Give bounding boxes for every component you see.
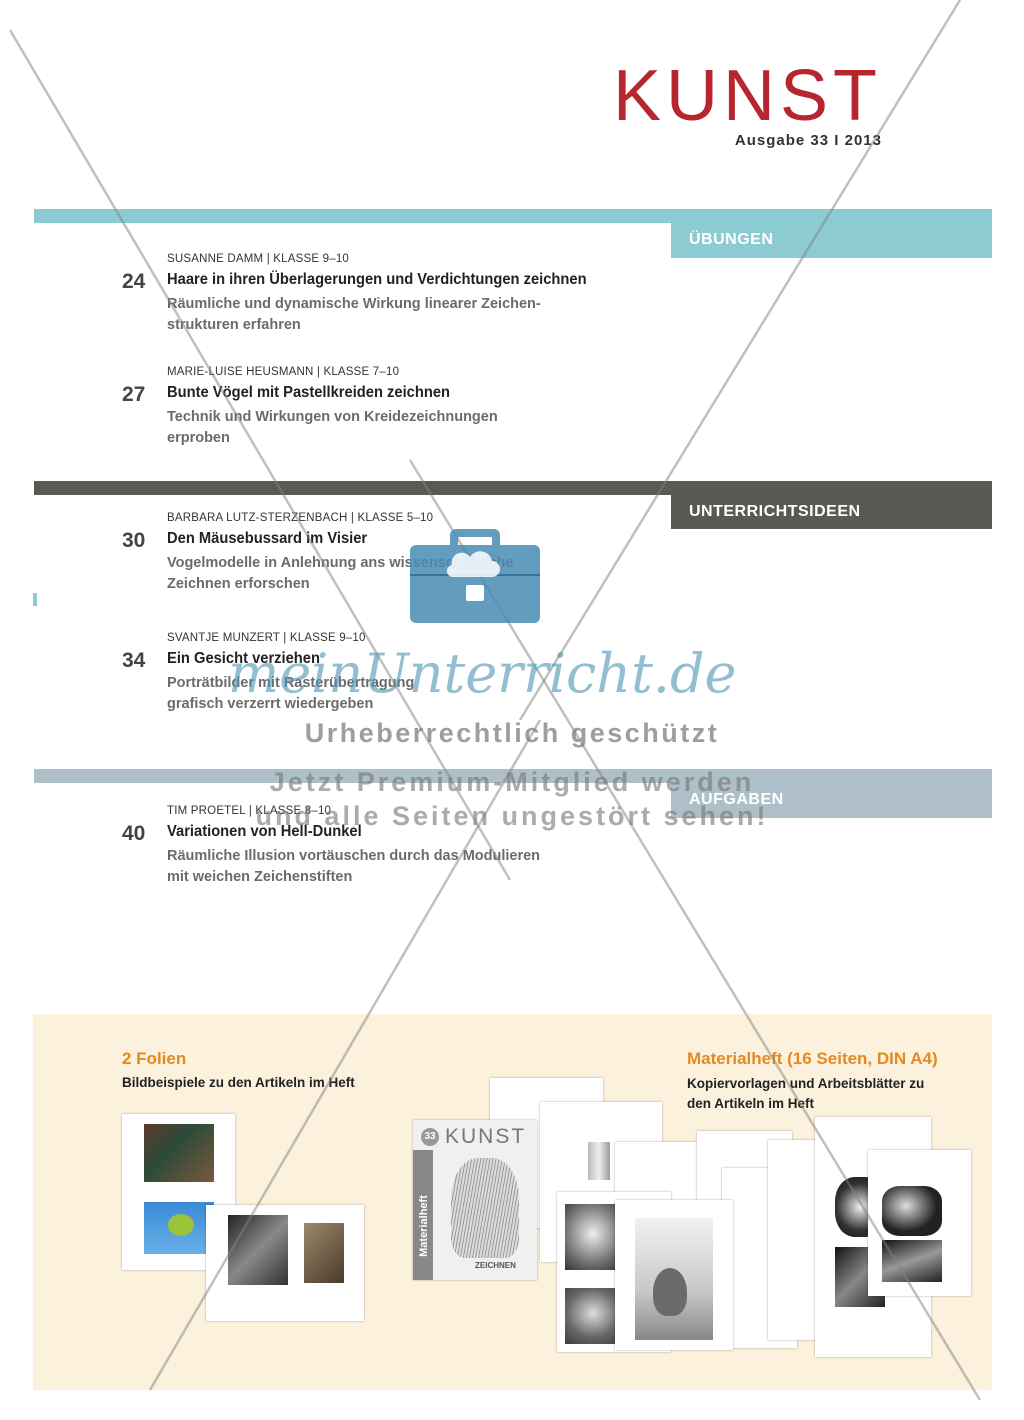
drawing-image [228,1215,288,1285]
cover-number: 33 [421,1128,439,1146]
article-title: Bunte Vögel mit Pastellkreiden zeichnen [167,384,451,401]
author-line: SUSANNE DAMM | KLASSE 9–10 [167,253,350,265]
folien-heading: 2 Folien [122,1049,187,1068]
briefcase-icon [410,529,540,623]
magazine-title: KUNST [612,56,882,136]
author-line: MARIE-LUISE HEUSMANN | KLASSE 7–10 [167,366,400,378]
page-number: 30 [122,529,146,552]
section-label-uebungen: ÜBUNGEN [671,223,992,258]
watermark-logo: meinUnterricht.de [228,642,737,705]
sketch-image [304,1223,344,1283]
issue-label: Ausgabe 33 I 2013 [734,132,882,149]
hair-drawing [451,1158,519,1258]
article-subtitle: Räumliche und dynamische Wirkung lineare… [167,296,541,333]
materialheft-heading: Materialheft (16 Seiten, DIN A4) [687,1049,938,1068]
page-number: 34 [122,649,146,672]
worksheet-thumbnail [868,1150,971,1296]
painting-image [144,1124,214,1182]
author-line: BARBARA LUTZ-STERZENBACH | KLASSE 5–10 [167,512,434,524]
article-title: Den Mäusebussard im Visier [167,530,368,547]
watermark-copyright: Urheberrechtlich geschützt [304,718,720,748]
bird-photo [144,1202,214,1254]
page-number: 24 [122,270,146,293]
article-subtitle: Räumliche Illusion vortäuschen durch das… [167,848,541,885]
materialheft-cover: Materialheft 33 KUNST ZEICHNEN [413,1120,537,1280]
page-number: 27 [122,383,146,406]
article-title: Haare in ihren Überlagerungen und Verdic… [167,271,587,288]
bird-drawing [635,1218,713,1340]
section-bar-unterrichtsideen [34,481,992,495]
cover-spine-label: Materialheft [417,1195,430,1257]
folie-thumbnail [206,1205,364,1321]
folien-description: Bildbeispiele zu den Artikeln im Heft [122,1075,355,1090]
toc-entry[interactable]: 30 BARBARA LUTZ-STERZENBACH | KLASSE 5–1… [122,512,642,602]
toc-entry[interactable]: 27 MARIE-LUISE HEUSMANN | KLASSE 7–10 Bu… [122,366,642,456]
toc-entry[interactable]: 24 SUSANNE DAMM | KLASSE 9–10 Haare in i… [122,253,642,343]
watermark-premium: Jetzt Premium-Mitglied werden und alle S… [255,767,769,831]
margin-marker [33,593,37,606]
section-bar-uebungen [34,209,992,223]
section-label-unterrichtsideen: UNTERRICHTSIDEEN [671,495,992,529]
article-subtitle: Vogelmodelle in Anlehnung ans wissenscha… [167,555,514,592]
cover-title: KUNST [445,1125,527,1148]
cover-footer: ZEICHNEN [475,1261,516,1270]
article-subtitle: Technik und Wirkungen von Kreidezeichnun… [167,409,498,446]
worksheet-thumbnail [615,1200,733,1350]
